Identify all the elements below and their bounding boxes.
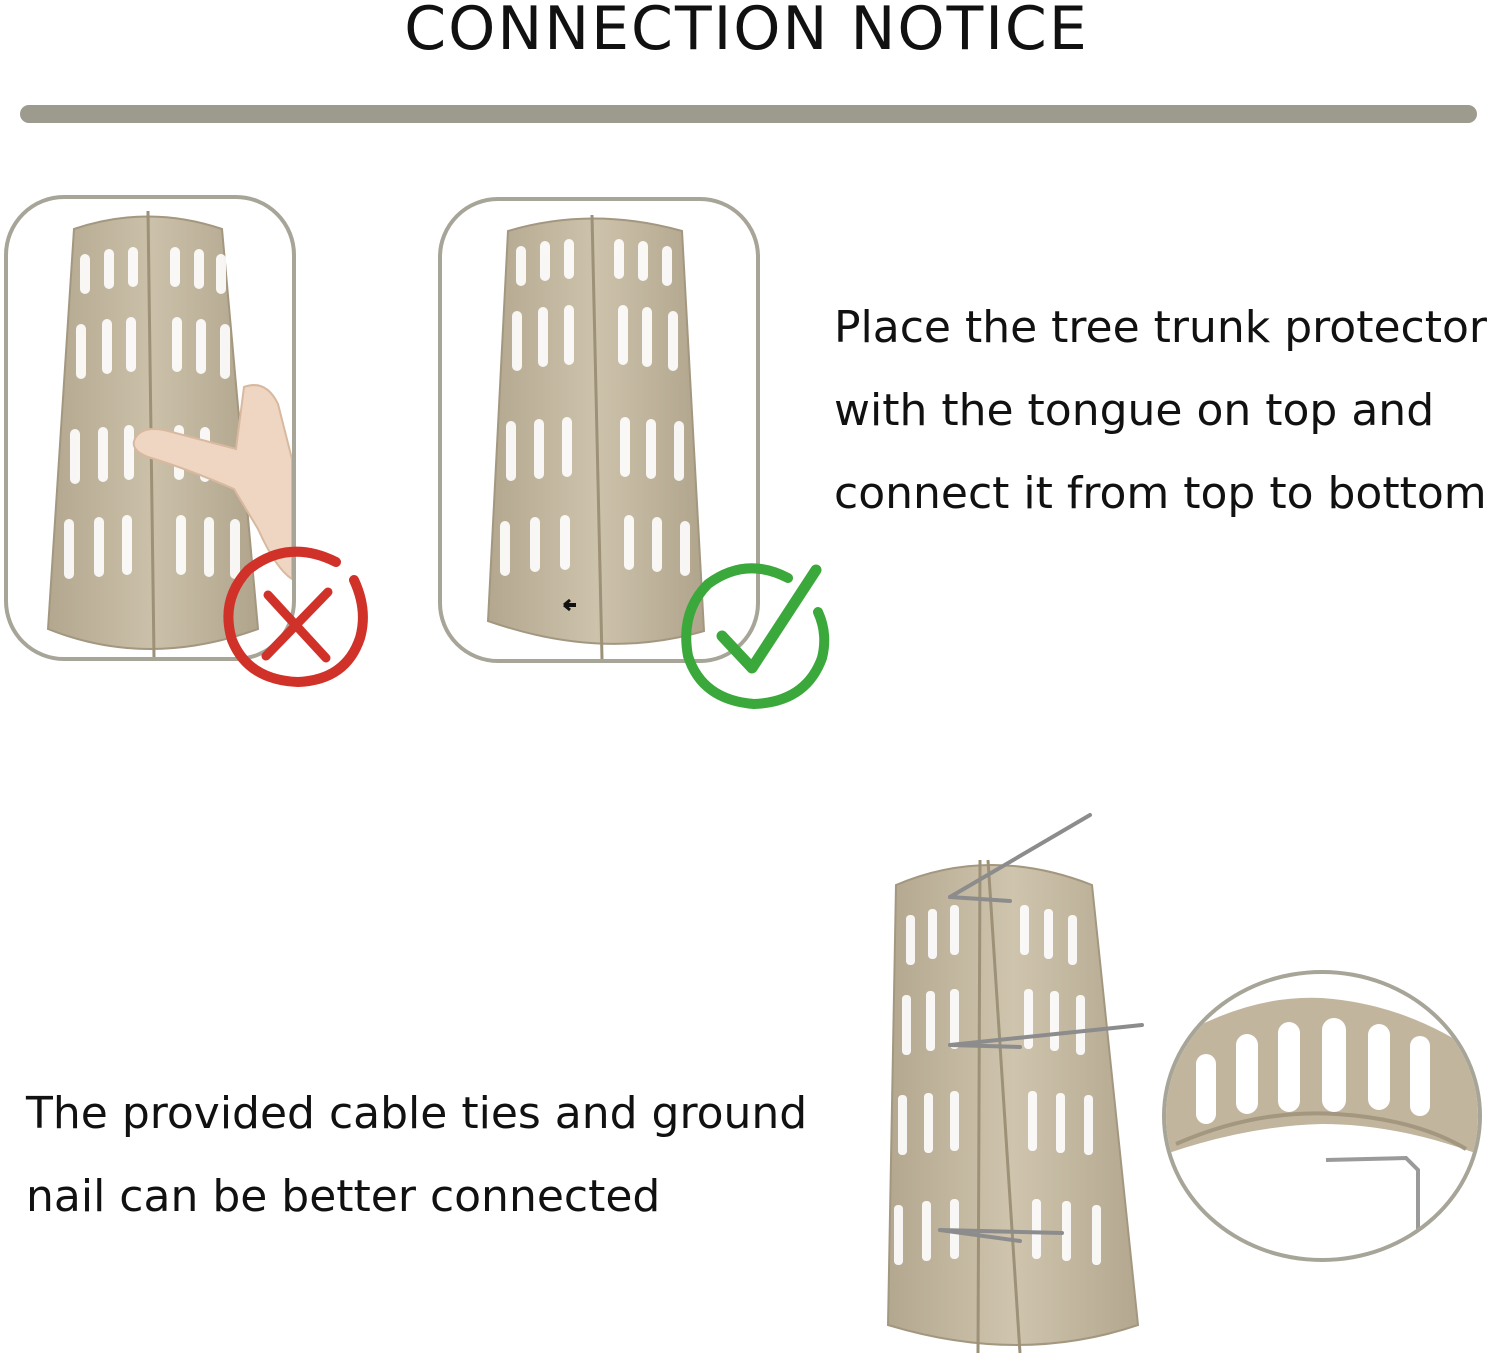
top-instruction: Place the tree trunk protector with the … (834, 286, 1493, 535)
wrong-connection-photo (4, 195, 296, 661)
green-check-mark-icon (681, 563, 830, 710)
ground-nail-closeup-photo (1162, 970, 1482, 1262)
protector-with-ties-photo (870, 805, 1160, 1355)
red-cross-mark-icon (223, 546, 368, 688)
instruction-line: Place the tree trunk protector (834, 302, 1487, 353)
instruction-line: connect it from top to bottom (834, 468, 1487, 519)
instruction-line: with the tongue on top and (834, 385, 1435, 436)
correct-connection-photo (438, 197, 760, 663)
bottom-instruction: The provided cable ties and ground nail … (26, 1072, 826, 1238)
divider (20, 105, 1477, 123)
page-title: CONNECTION NOTICE (404, 0, 1089, 64)
instruction-line: The provided cable ties and ground (26, 1088, 808, 1139)
instruction-line: nail can be better connected (26, 1171, 661, 1222)
